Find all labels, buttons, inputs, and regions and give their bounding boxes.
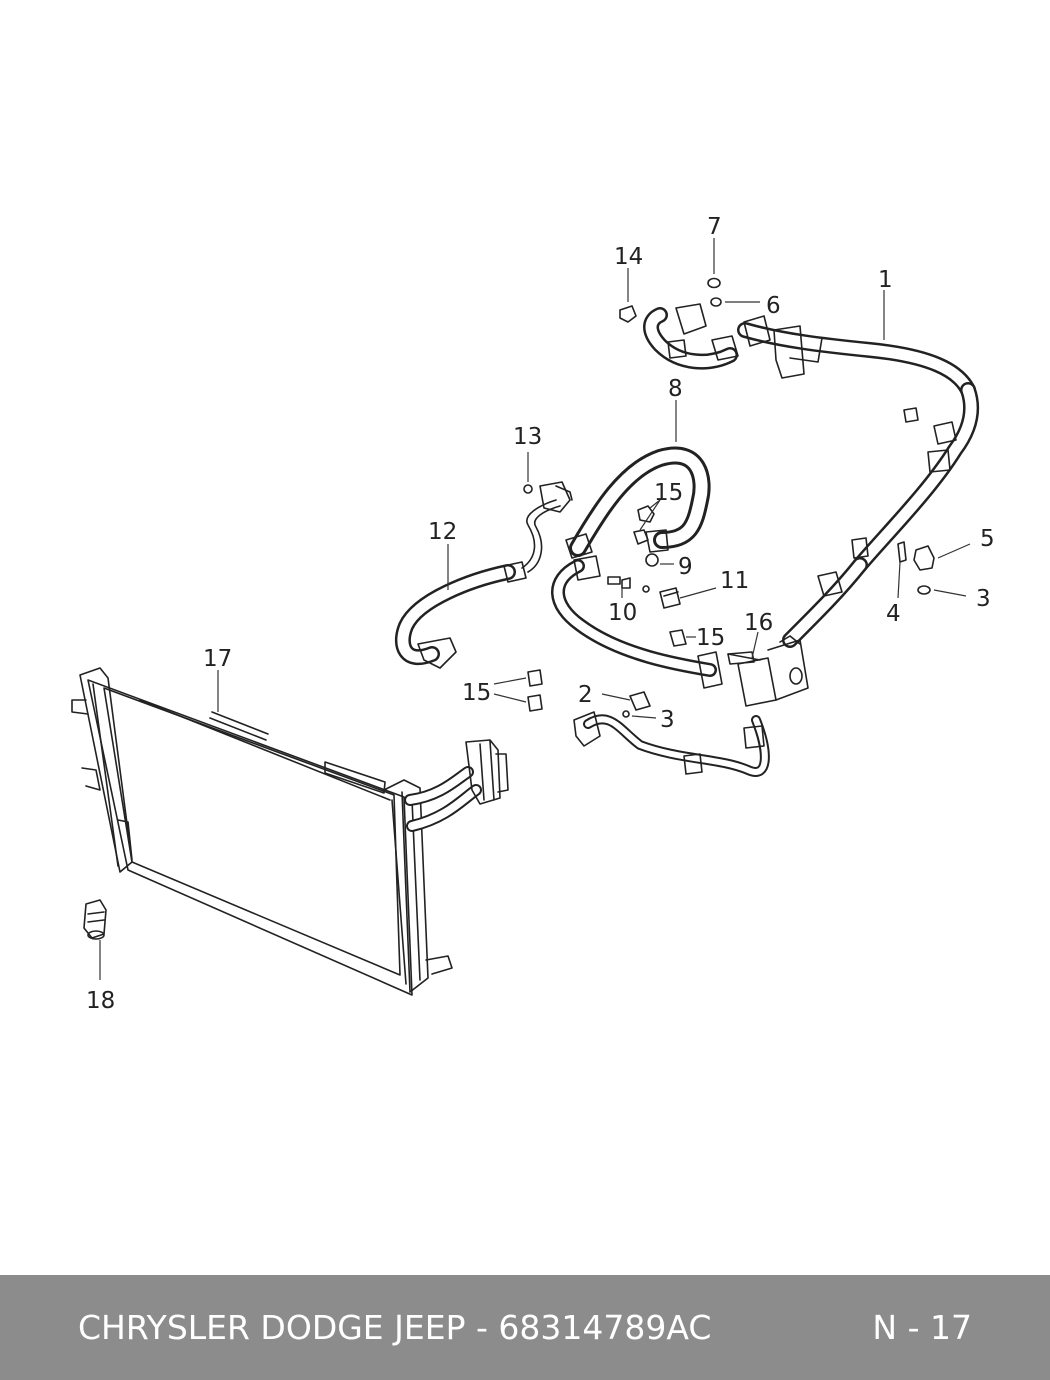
callout-9: 9 xyxy=(678,554,693,580)
small-parts xyxy=(523,277,935,718)
callout-12: 12 xyxy=(428,519,457,545)
hose-12 xyxy=(394,481,573,669)
callout-11: 11 xyxy=(720,568,749,594)
callout-5: 5 xyxy=(980,526,995,552)
leader-lines xyxy=(99,238,971,980)
callout-15: 15 xyxy=(696,625,725,651)
hose-8 xyxy=(565,446,711,559)
callout-18: 18 xyxy=(86,988,115,1014)
callout-13: 13 xyxy=(513,424,542,450)
line-1 xyxy=(551,303,980,777)
condenser-17 xyxy=(71,667,509,996)
callout-10: 10 xyxy=(608,600,637,626)
callout-16: 16 xyxy=(744,610,773,636)
footer-page-code: N - 17 xyxy=(872,1308,972,1347)
callout-4: 4 xyxy=(886,601,901,627)
callout-6: 6 xyxy=(766,293,781,319)
callout-3: 3 xyxy=(660,707,675,733)
callout-1: 1 xyxy=(878,267,893,293)
parts-diagram: 1 2 3 3 4 5 6 7 8 9 10 11 12 13 14 15 15… xyxy=(71,214,995,1014)
callout-3: 3 xyxy=(976,586,991,612)
callout-2: 2 xyxy=(578,682,593,708)
callout-labels: 1 2 3 3 4 5 6 7 8 9 10 11 12 13 14 15 15… xyxy=(86,214,995,1014)
footer-bar: CHRYSLER DODGE JEEP - 68314789AC N - 17 xyxy=(0,1275,1050,1380)
callout-15: 15 xyxy=(462,680,491,706)
footer-brand-part-number: CHRYSLER DODGE JEEP - 68314789AC xyxy=(78,1308,712,1347)
callout-7: 7 xyxy=(707,214,722,240)
callout-14: 14 xyxy=(614,244,643,270)
callout-15: 15 xyxy=(654,480,683,506)
valve-18 xyxy=(83,899,107,940)
callout-17: 17 xyxy=(203,646,232,672)
callout-8: 8 xyxy=(668,376,683,402)
